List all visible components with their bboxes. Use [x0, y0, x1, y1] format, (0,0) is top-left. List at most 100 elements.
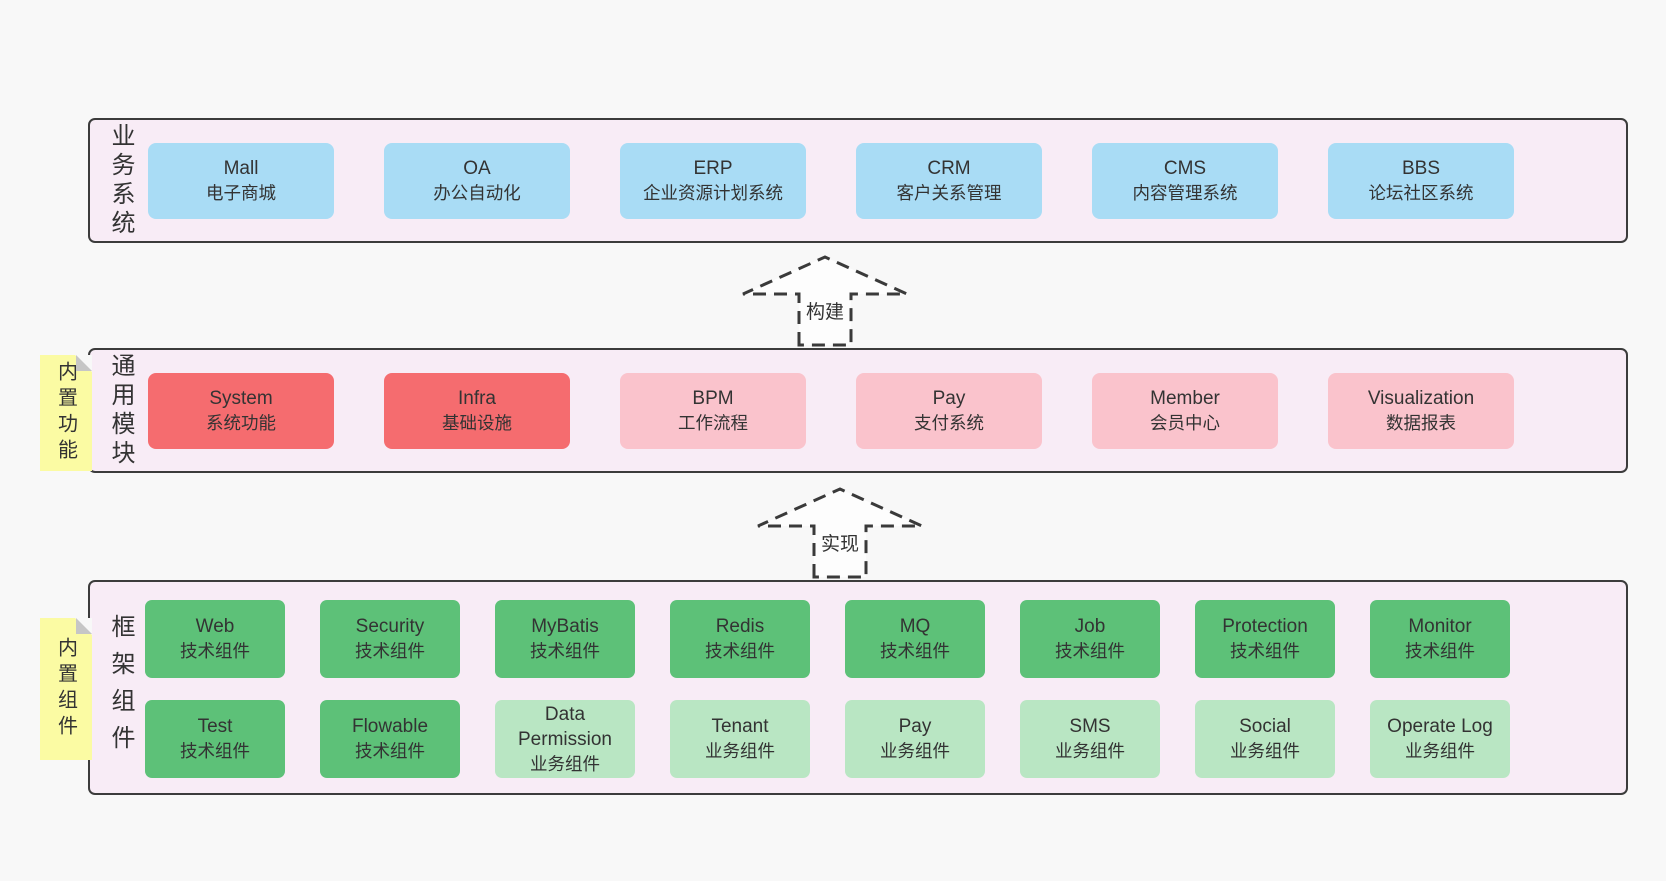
box-bpm: BPM 工作流程	[620, 373, 806, 449]
box-subtitle: 客户关系管理	[896, 183, 1002, 203]
box-title: Redis	[715, 616, 765, 638]
box-title: Social	[1239, 716, 1291, 738]
box-web: Web 技术组件	[145, 600, 285, 678]
box-title: Infra	[457, 388, 497, 410]
box-bbs: BBS 论坛社区系统	[1328, 143, 1514, 219]
box-mq: MQ 技术组件	[845, 600, 985, 678]
box-social: Social 业务组件	[1195, 700, 1335, 778]
box-security: Security 技术组件	[320, 600, 460, 678]
box-subtitle: 技术组件	[1230, 641, 1300, 661]
box-title: SMS	[1069, 716, 1111, 738]
box-data-permission: Data Permission 业务组件	[495, 700, 635, 778]
box-oa: OA 办公自动化	[384, 143, 570, 219]
box-redis: Redis 技术组件	[670, 600, 810, 678]
box-title: ERP	[693, 158, 733, 180]
sticky-note-built-in-functions: 内置功能	[40, 355, 92, 471]
box-protection: Protection 技术组件	[1195, 600, 1335, 678]
box-member: Member 会员中心	[1092, 373, 1278, 449]
business-box-row: Mall 电子商城 OA 办公自动化 ERP 企业资源计划系统 CRM 客户关系…	[148, 143, 1514, 219]
box-title: Job	[1074, 616, 1106, 638]
box-subtitle: 办公自动化	[433, 183, 521, 203]
box-subtitle: 技术组件	[880, 641, 950, 661]
arrow-implement-label: 实现	[817, 528, 863, 557]
box-title: Pay	[898, 716, 932, 738]
band-common-modules: 通用模块 System 系统功能 Infra 基础设施 BPM 工作流程 Pay…	[88, 348, 1628, 473]
box-title: MyBatis	[531, 616, 599, 638]
box-erp: ERP 企业资源计划系统	[620, 143, 806, 219]
sticky-label: 内置功能	[54, 361, 77, 465]
box-subtitle: 支付系统	[914, 413, 984, 433]
box-subtitle: 技术组件	[1055, 641, 1125, 661]
box-system: System 系统功能	[148, 373, 334, 449]
box-subtitle: 业务组件	[1405, 741, 1475, 761]
box-test: Test 技术组件	[145, 700, 285, 778]
box-tenant: Tenant 业务组件	[670, 700, 810, 778]
box-title: Pay	[932, 388, 966, 410]
box-subtitle: 技术组件	[1405, 641, 1475, 661]
box-title: Web	[195, 616, 235, 638]
box-job: Job 技术组件	[1020, 600, 1160, 678]
box-subtitle: 论坛社区系统	[1368, 183, 1474, 203]
box-title: Member	[1150, 388, 1220, 410]
band-framework-components: 框架组件 Web 技术组件 Security 技术组件 MyBatis 技术组件…	[88, 580, 1628, 795]
band-business-systems: 业务系统 Mall 电子商城 OA 办公自动化 ERP 企业资源计划系统 CRM…	[88, 118, 1628, 243]
box-infra: Infra 基础设施	[384, 373, 570, 449]
box-subtitle: 技术组件	[705, 641, 775, 661]
box-subtitle: 业务组件	[1055, 741, 1125, 761]
arrow-build-label: 构建	[802, 296, 848, 325]
sticky-label: 内置组件	[54, 637, 77, 741]
box-subtitle: 技术组件	[355, 741, 425, 761]
box-title: Monitor	[1408, 616, 1472, 638]
box-subtitle: 企业资源计划系统	[643, 183, 783, 203]
modules-box-row: System 系统功能 Infra 基础设施 BPM 工作流程 Pay 支付系统…	[148, 373, 1514, 449]
box-title: OA	[463, 158, 491, 180]
arrow-build: 构建	[740, 254, 910, 348]
box-cms: CMS 内容管理系统	[1092, 143, 1278, 219]
box-operate-log: Operate Log 业务组件	[1370, 700, 1510, 778]
box-subtitle: 会员中心	[1150, 413, 1220, 433]
components-row-2: Test 技术组件 Flowable 技术组件 Data Permission …	[145, 700, 1510, 778]
arrow-implement: 实现	[755, 486, 925, 580]
box-sms: SMS 业务组件	[1020, 700, 1160, 778]
components-row-1: Web 技术组件 Security 技术组件 MyBatis 技术组件 Redi…	[145, 600, 1510, 678]
box-title: Operate Log	[1387, 716, 1493, 738]
box-title: CMS	[1163, 158, 1207, 180]
box-title: Protection	[1222, 616, 1308, 638]
box-title: CRM	[927, 158, 971, 180]
box-subtitle: 业务组件	[530, 753, 600, 774]
box-subtitle: 业务组件	[705, 741, 775, 761]
box-subtitle: 技术组件	[355, 641, 425, 661]
box-title: Mall	[223, 158, 259, 180]
box-monitor: Monitor 技术组件	[1370, 600, 1510, 678]
box-subtitle: 电子商城	[206, 183, 276, 203]
box-subtitle: 技术组件	[180, 641, 250, 661]
box-title: BPM	[692, 388, 734, 410]
box-title: MQ	[899, 616, 931, 638]
band-modules-label: 通用模块	[107, 352, 134, 469]
box-pay-component: Pay 业务组件	[845, 700, 985, 778]
box-title: Test	[197, 716, 233, 738]
box-visualization: Visualization 数据报表	[1328, 373, 1514, 449]
box-title: Data Permission	[518, 703, 612, 751]
box-subtitle: 系统功能	[206, 413, 276, 433]
box-pay-module: Pay 支付系统	[856, 373, 1042, 449]
box-mybatis: MyBatis 技术组件	[495, 600, 635, 678]
box-title: Flowable	[351, 716, 429, 738]
box-title: BBS	[1401, 158, 1441, 180]
box-subtitle: 工作流程	[678, 413, 748, 433]
box-subtitle: 数据报表	[1386, 413, 1456, 433]
box-crm: CRM 客户关系管理	[856, 143, 1042, 219]
box-subtitle: 业务组件	[1230, 741, 1300, 761]
box-title: Security	[355, 616, 425, 638]
box-subtitle: 业务组件	[880, 741, 950, 761]
band-business-label: 业务系统	[107, 122, 134, 239]
box-subtitle: 技术组件	[530, 641, 600, 661]
sticky-note-built-in-components: 内置组件	[40, 618, 92, 760]
box-subtitle: 基础设施	[442, 413, 512, 433]
box-title: Tenant	[711, 716, 769, 738]
box-subtitle: 内容管理系统	[1132, 183, 1238, 203]
box-title: Visualization	[1367, 388, 1475, 410]
box-flowable: Flowable 技术组件	[320, 700, 460, 778]
box-subtitle: 技术组件	[180, 741, 250, 761]
